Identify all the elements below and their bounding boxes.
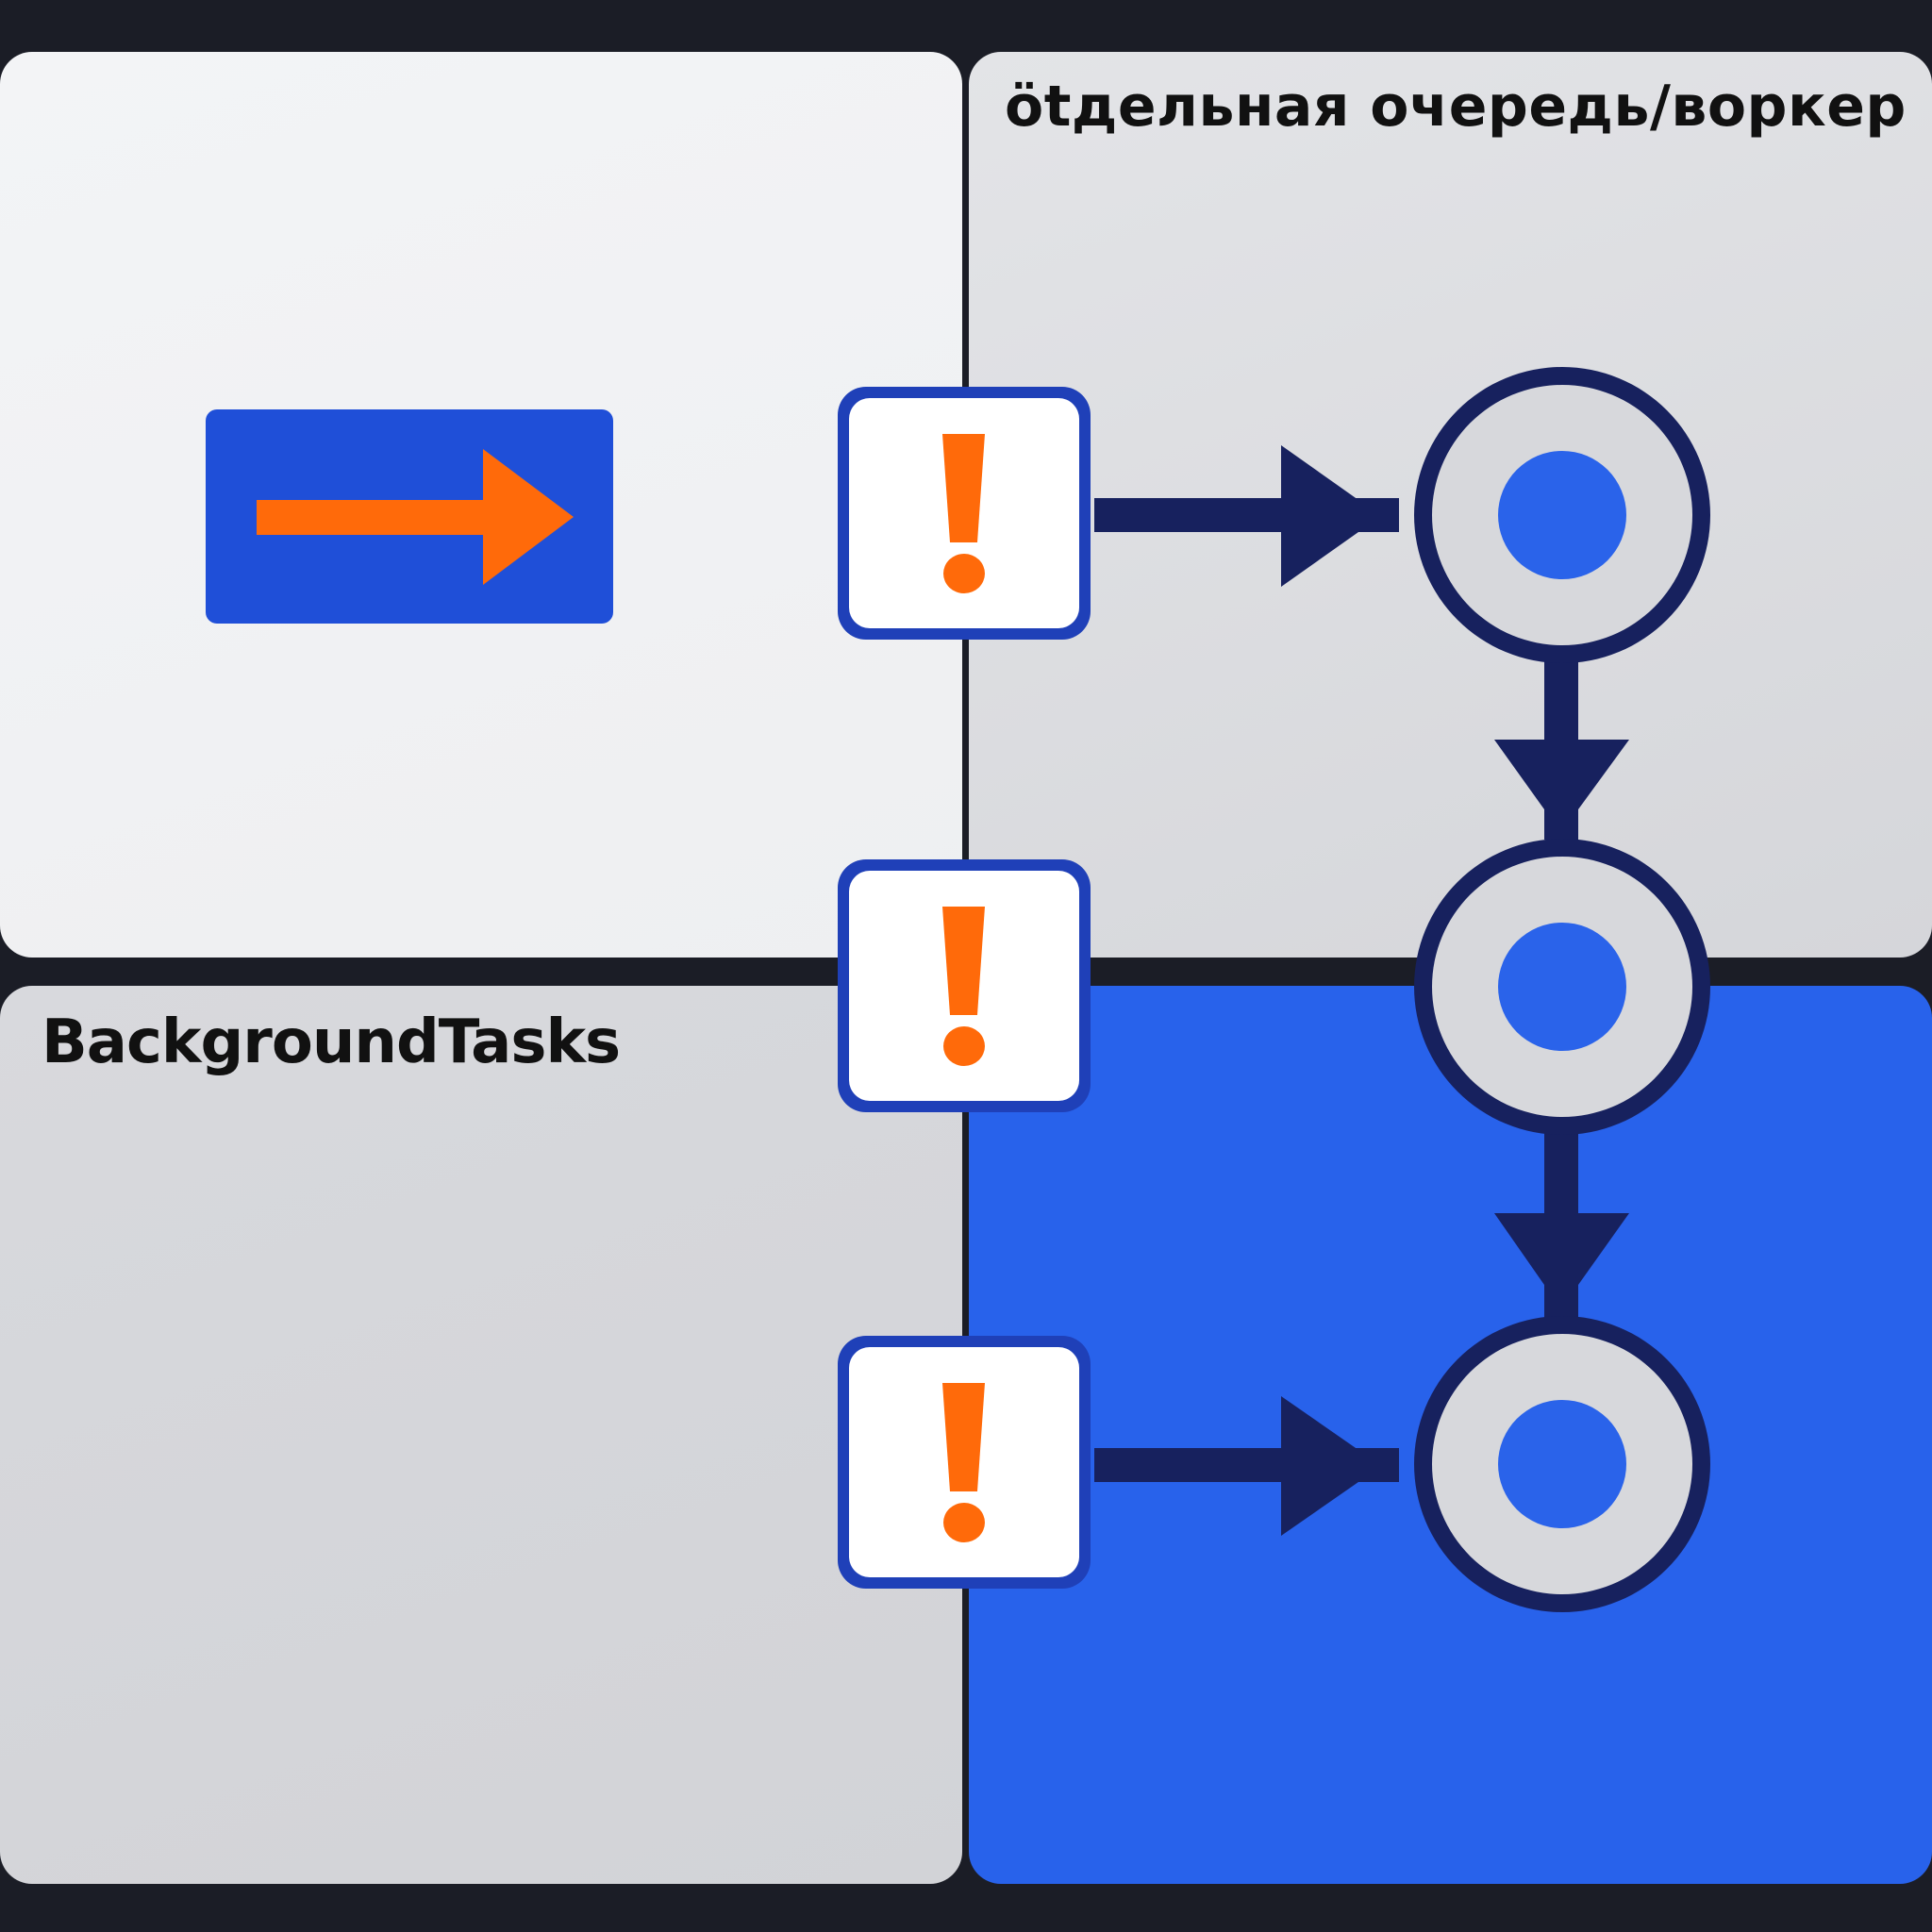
queue-node-icon [1414, 839, 1710, 1135]
connector-bottom [1094, 1396, 1399, 1536]
arrow-right-icon [257, 449, 574, 585]
queue-node-icon [1414, 1316, 1710, 1612]
background-tasks-label: BackgroundTasks [42, 1008, 621, 1077]
connector-top [1094, 445, 1399, 587]
connector-node1-node2 [1494, 660, 1629, 840]
exclamation-icon [838, 859, 1091, 1112]
panel-background-tasks [0, 986, 962, 1884]
exclamation-icon [838, 1336, 1091, 1589]
connector-node2-node3 [1494, 1132, 1629, 1321]
forward-button[interactable] [206, 409, 613, 624]
exclamation-icon [838, 387, 1091, 640]
queue-node-icon [1414, 367, 1710, 663]
worker-panel-label: ötдельная очередь/воркер [1005, 74, 1907, 140]
